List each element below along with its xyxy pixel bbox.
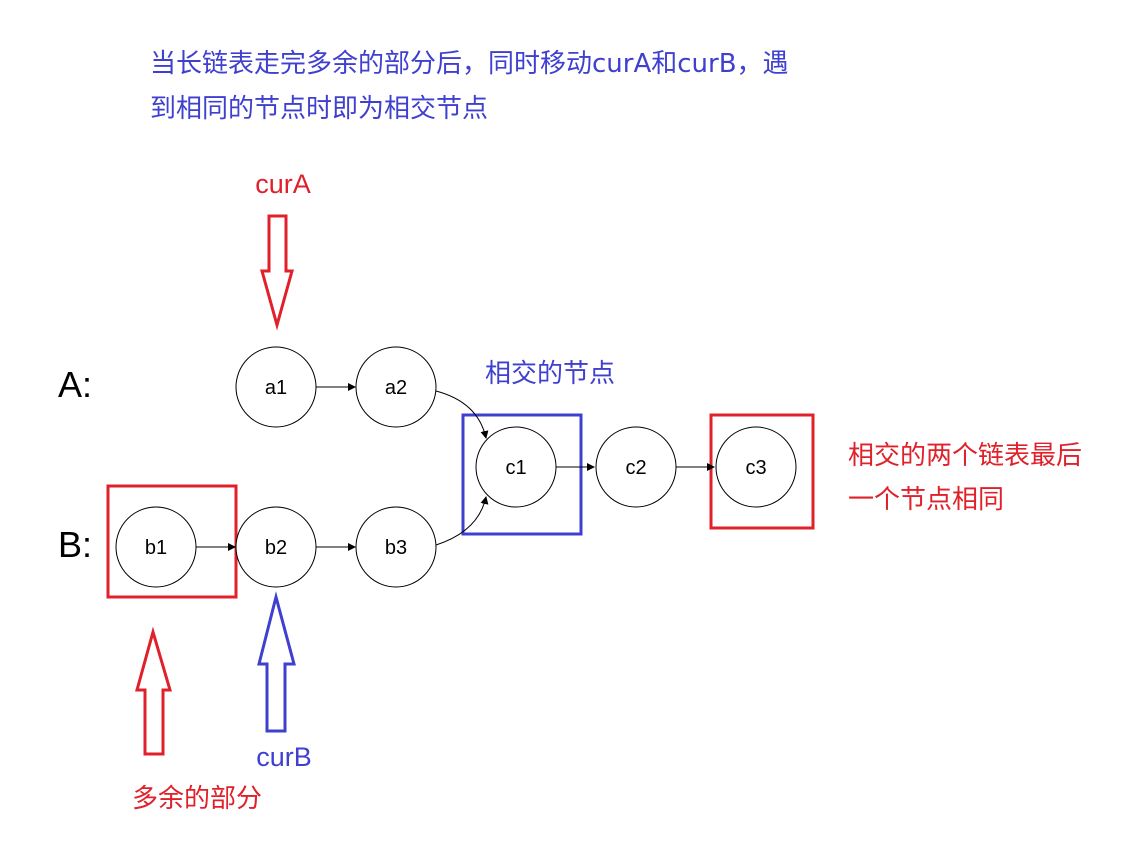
top-note-line-1: 当长链表走完多余的部分后，同时移动curA和curB，遇 (150, 49, 789, 79)
intersection-node-label: 相交的节点 (485, 359, 615, 389)
node-b1-label: b1 (145, 537, 167, 559)
node-b2: b2 (235, 506, 317, 588)
node-c2: c2 (595, 426, 677, 508)
node-b2-label: b2 (265, 537, 287, 559)
curA-label: curA (255, 169, 311, 199)
edge-a2-c1 (435, 390, 489, 439)
node-a1-label: a1 (265, 377, 287, 399)
extra-part-label: 多余的部分 (132, 784, 262, 814)
extra-part-arrow-icon (135, 626, 173, 756)
node-a2: a2 (355, 346, 437, 428)
node-c2-label: c2 (625, 457, 646, 479)
row-label-a: A: (58, 364, 92, 405)
node-b1: b1 (115, 506, 197, 588)
node-b3-label: b3 (385, 537, 407, 559)
curA-arrow-icon (260, 214, 294, 331)
node-c1: c1 (475, 426, 557, 508)
node-a1: a1 (235, 346, 317, 428)
top-note-line-2: 到相同的节点时即为相交节点 (150, 94, 488, 124)
curB-label: curB (256, 742, 312, 772)
node-a2-label: a2 (385, 377, 407, 399)
edge-b3-c1 (435, 496, 489, 546)
node-b3: b3 (355, 506, 437, 588)
node-c1-label: c1 (505, 457, 526, 479)
node-c3-label: c3 (745, 457, 766, 479)
curB-arrow-icon (257, 591, 296, 733)
row-label-b: B: (58, 524, 92, 565)
node-c3: c3 (715, 426, 797, 508)
last-node-note-line-2: 一个节点相同 (848, 485, 1004, 515)
intersection-highlight-box (461, 413, 583, 536)
last-node-note-line-1: 相交的两个链表最后 (848, 441, 1082, 471)
last-node-highlight-box (709, 413, 815, 530)
